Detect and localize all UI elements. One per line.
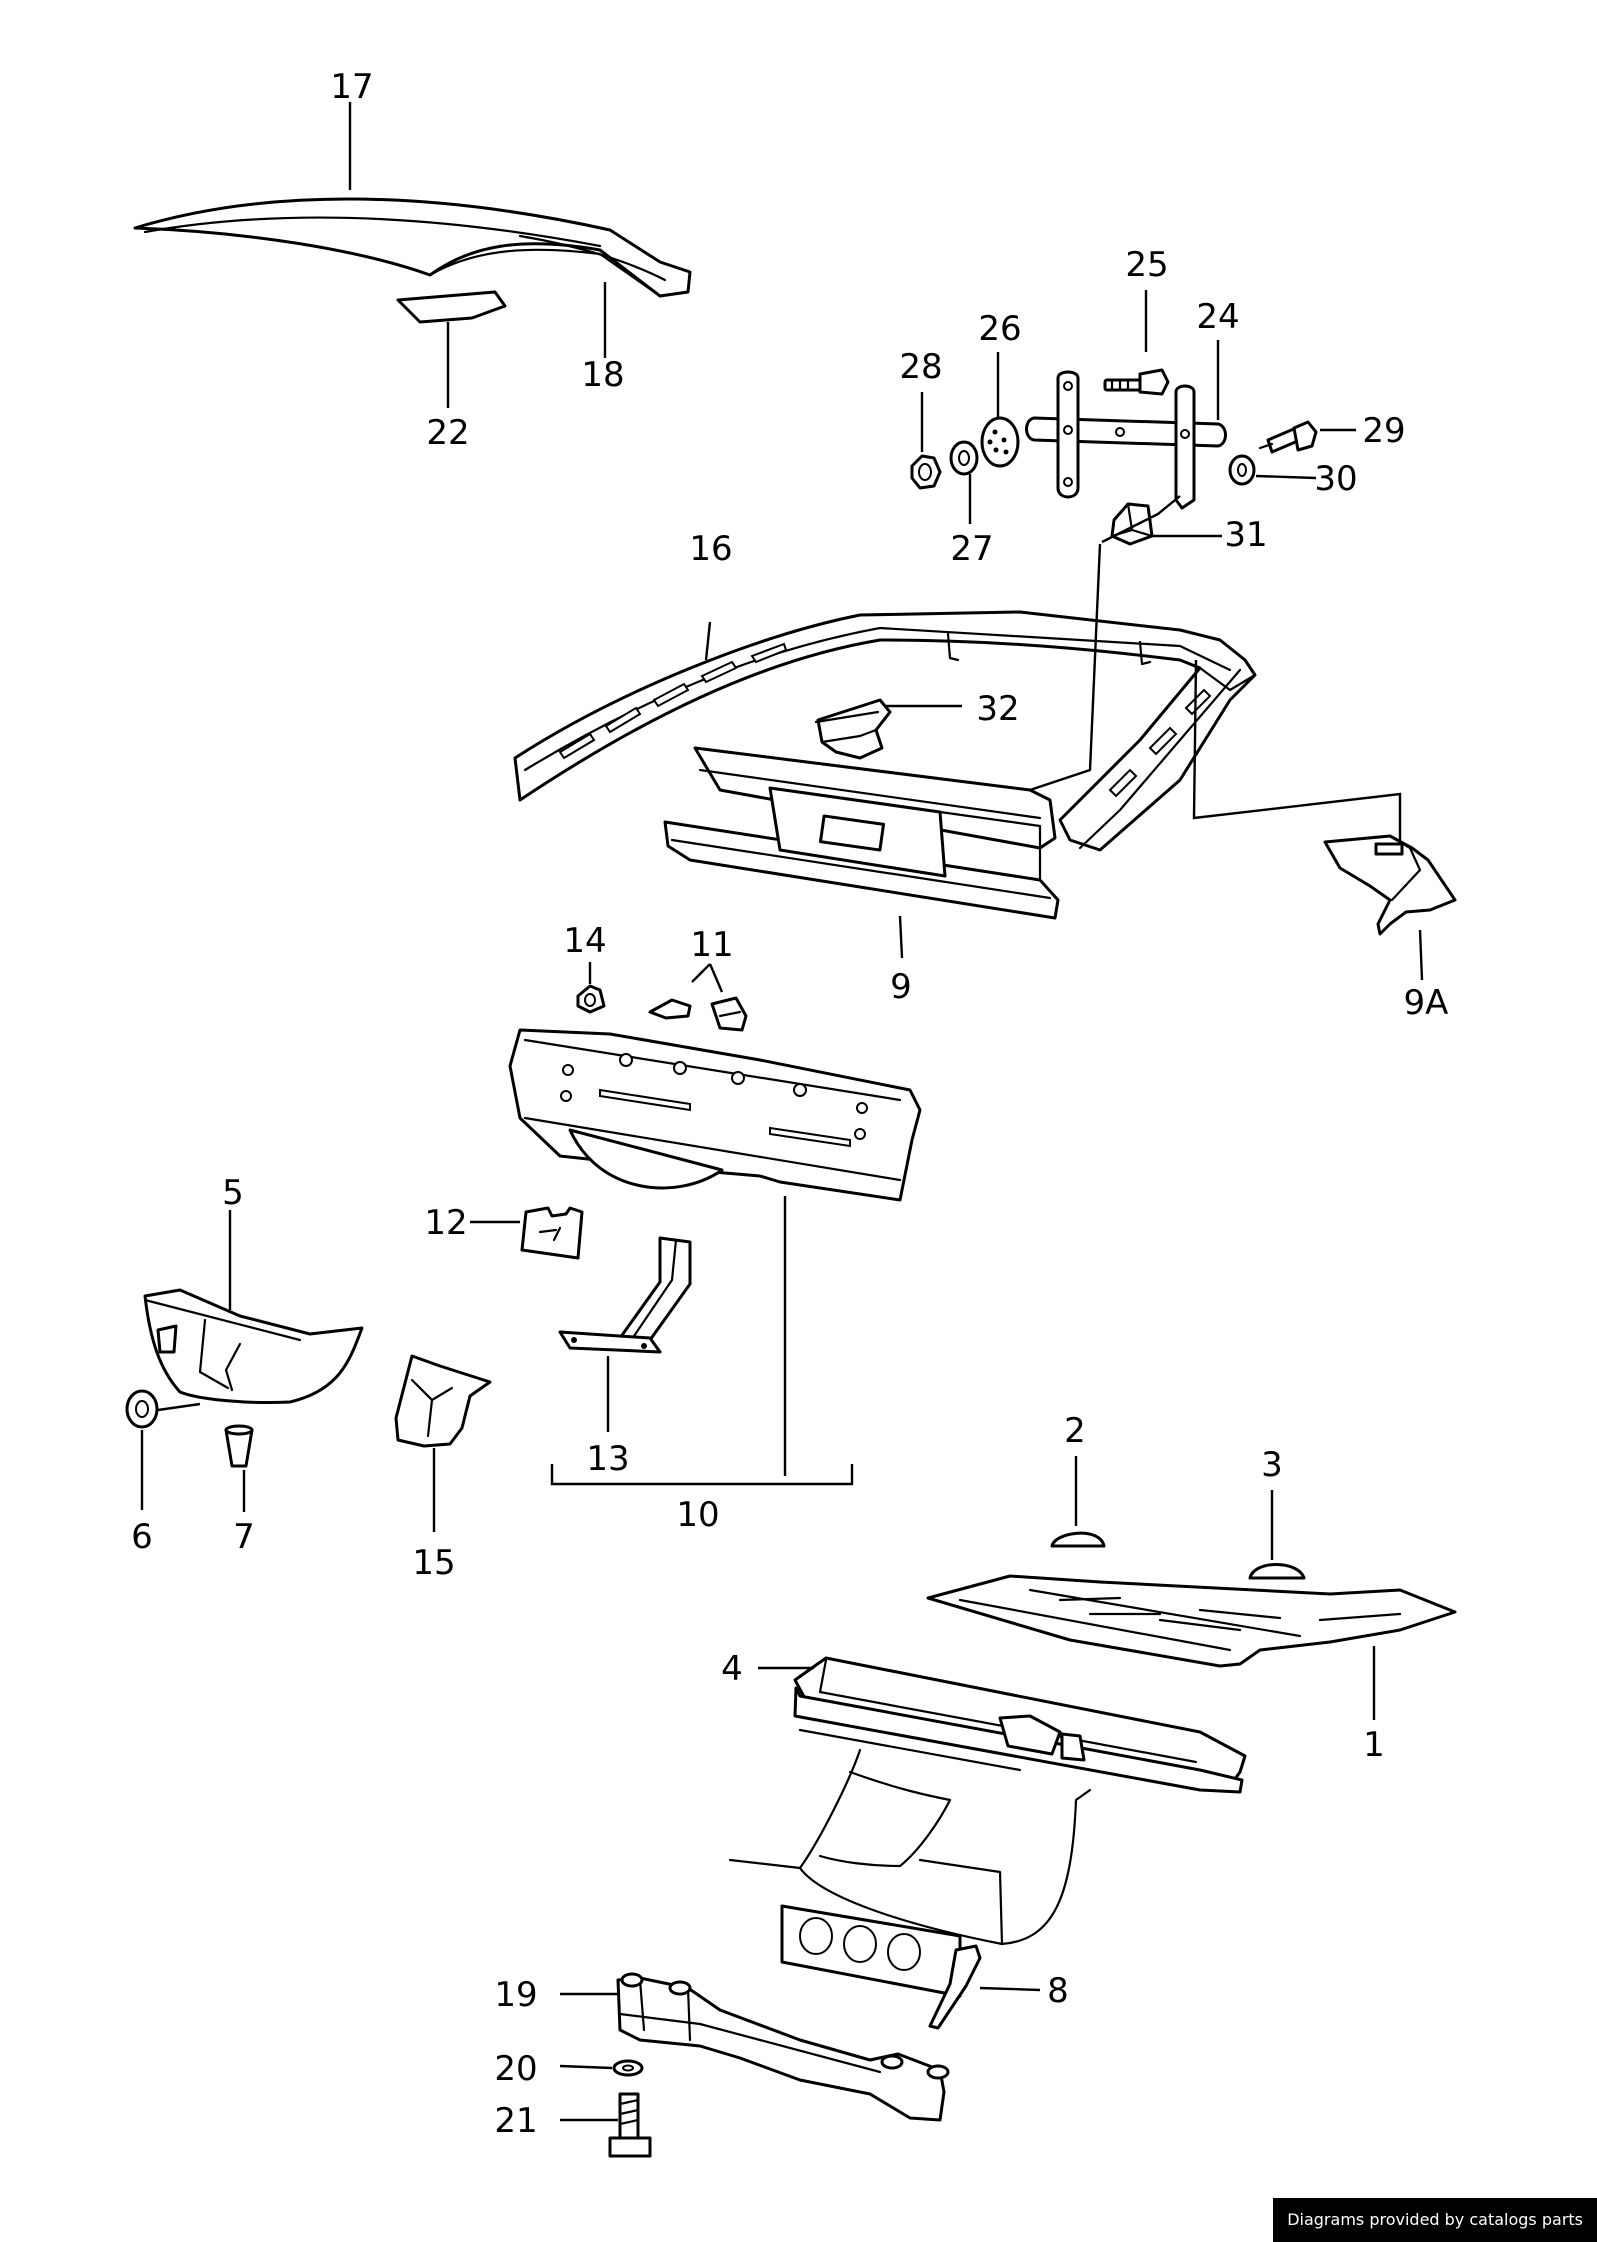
callout-1: 1	[1363, 1725, 1385, 1765]
callout-12: 12	[424, 1203, 467, 1243]
callout-8: 8	[1047, 1971, 1069, 2011]
part-bracket-32	[814, 698, 892, 760]
part-washer-27	[949, 440, 979, 476]
callout-31: 31	[1224, 515, 1267, 555]
callout-9A: 9A	[1404, 983, 1449, 1023]
part-support-13	[558, 1236, 692, 1354]
part-bracket-24	[1025, 370, 1227, 510]
part-clips-11	[648, 996, 748, 1032]
part-washer-20	[612, 2059, 644, 2077]
part-frame-slots	[558, 642, 1212, 798]
part-shell-5	[143, 1288, 364, 1405]
part-body-tunnel	[728, 1728, 1092, 1998]
callout-11: 11	[690, 925, 733, 965]
callout-32: 32	[976, 689, 1019, 729]
part-floor-1	[926, 1574, 1457, 1668]
part-nut-28	[910, 454, 942, 490]
part-bracket-8	[928, 1944, 982, 2030]
callout-6: 6	[131, 1517, 153, 1557]
callout-3: 3	[1261, 1445, 1283, 1485]
credit-footer: Diagrams provided by catalogs parts	[1273, 2198, 1597, 2242]
callout-27: 27	[950, 529, 993, 569]
leader-lines	[140, 102, 1424, 2122]
part-grommet-14	[576, 984, 606, 1014]
part-screw-29	[1258, 420, 1318, 454]
callout-28: 28	[899, 347, 942, 387]
part-crossmember-4	[793, 1656, 1247, 1794]
callout-9: 9	[890, 967, 912, 1007]
callout-7: 7	[233, 1517, 255, 1557]
callout-20: 20	[494, 2049, 537, 2089]
callout-25: 25	[1125, 245, 1168, 285]
callout-21: 21	[494, 2101, 537, 2141]
part-bolt-25	[1103, 368, 1170, 396]
callout-22: 22	[426, 413, 469, 453]
callout-17: 17	[330, 67, 373, 107]
callout-2: 2	[1064, 1411, 1086, 1451]
callout-5: 5	[222, 1173, 244, 1213]
callout-24: 24	[1196, 297, 1239, 337]
callout-14: 14	[563, 921, 606, 961]
part-bracket-15	[394, 1354, 492, 1448]
callout-18: 18	[581, 355, 624, 395]
callout-19: 19	[494, 1975, 537, 2015]
part-corner-9A	[1323, 834, 1457, 936]
callout-30: 30	[1314, 459, 1357, 499]
part-bolt-21	[608, 2092, 652, 2158]
part-rubber-stop-7	[224, 1424, 254, 1468]
part-rubber-buffer-31	[1110, 502, 1154, 546]
callout-15: 15	[412, 1543, 455, 1583]
part-plug-3	[1248, 1563, 1306, 1580]
callout-4: 4	[721, 1649, 743, 1689]
callout-labels: 17 18 22 25 24 26 28 29 30 27 31 16 32 9…	[131, 67, 1448, 2141]
callout-16: 16	[689, 529, 732, 569]
part-roof-panel	[133, 197, 692, 298]
part-rear-panel-10	[508, 1028, 922, 1202]
part-rubber-washer-26	[980, 416, 1020, 468]
callout-10: 10	[676, 1495, 719, 1535]
part-roof-bracket-22	[396, 290, 507, 324]
part-crossbar-19	[616, 1972, 950, 2122]
part-roof-frame-16	[513, 610, 1257, 852]
part-cowl-9	[663, 746, 1060, 920]
part-washer-30	[1228, 454, 1256, 486]
callout-29: 29	[1362, 411, 1405, 451]
part-grommet-6	[125, 1389, 159, 1429]
part-bracket-12	[520, 1206, 584, 1260]
callout-13: 13	[586, 1439, 629, 1479]
callout-26: 26	[978, 309, 1021, 349]
part-plug-2	[1050, 1531, 1106, 1548]
